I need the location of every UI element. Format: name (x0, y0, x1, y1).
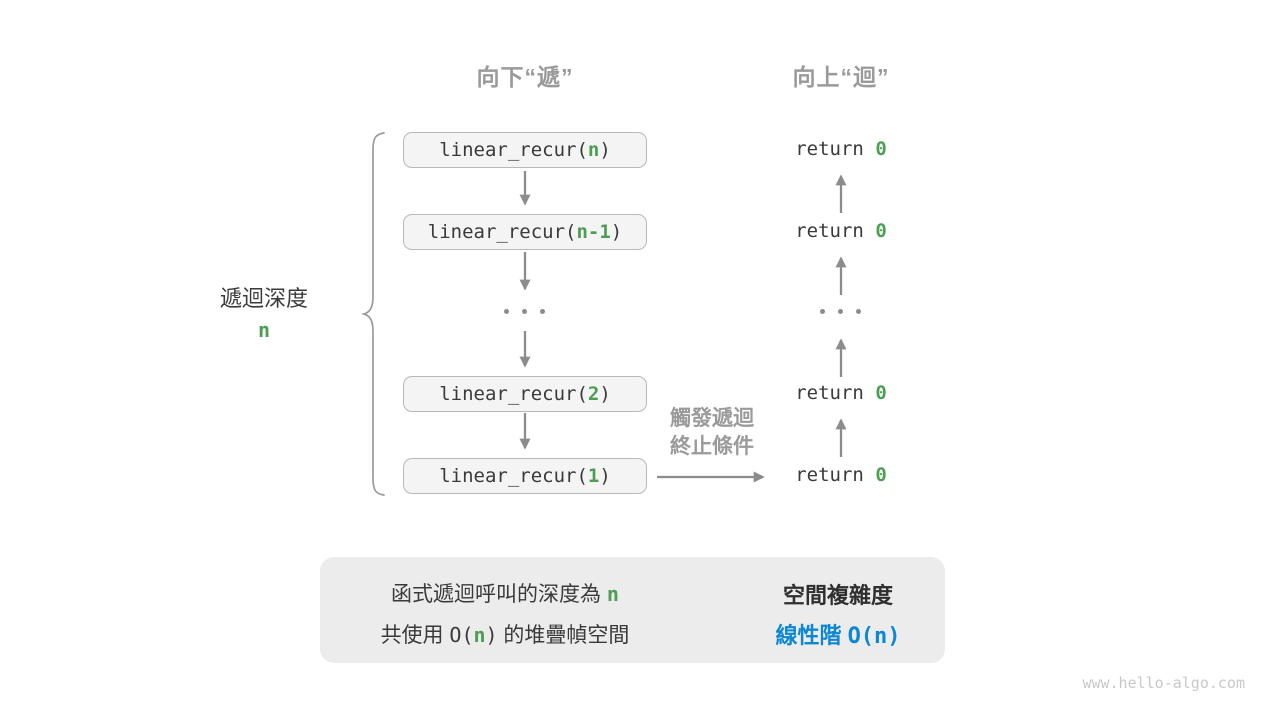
termination-note: 觸發遞迴 終止條件 (650, 405, 774, 461)
return-statement: return 0 (795, 220, 887, 242)
return-statement: return 0 (795, 464, 887, 486)
space-complexity-title: 空間複雜度 (782, 583, 893, 608)
big-o-notation: O(n) (847, 624, 901, 649)
call-arg: 1 (587, 465, 600, 487)
call-arg: 2 (587, 383, 600, 405)
return-value: 0 (875, 382, 887, 404)
call-box-1: linear_recur(1) (403, 458, 647, 494)
summary-panel (320, 557, 945, 663)
summary-space-value: n (473, 623, 486, 647)
termination-note-line1: 觸發遞迴 (670, 407, 754, 430)
watermark: www.hello-algo.com (1082, 674, 1245, 692)
summary-depth-value: n (606, 582, 619, 606)
termination-note-line2: 終止條件 (670, 435, 754, 458)
call-arg: n (587, 139, 600, 161)
heading-descend: 向下“遞” (476, 64, 574, 90)
summary-line-1: 函式遞迴呼叫的深度為 n (391, 582, 619, 606)
return-statement: return 0 (795, 138, 887, 160)
depth-value: n (257, 318, 271, 342)
depth-brace (360, 132, 385, 496)
call-box-2: linear_recur(2) (403, 376, 647, 412)
call-box-n-1: linear_recur(n-1) (403, 214, 647, 250)
ellipsis-right (820, 309, 861, 314)
return-statement: return 0 (795, 382, 887, 404)
return-value: 0 (875, 138, 887, 160)
depth-label: 遞迴深度 (219, 286, 308, 311)
call-arg: n-1 (576, 221, 611, 243)
heading-ascend: 向上“迴” (792, 64, 890, 90)
summary-line-2: 共使用 O(n) 的堆疊幀空間 (380, 623, 630, 647)
return-value: 0 (875, 220, 887, 242)
call-box-n: linear_recur(n) (403, 132, 647, 168)
return-value: 0 (875, 464, 887, 486)
space-complexity-result: 線性階 O(n) (775, 623, 901, 649)
ellipsis-left (504, 309, 545, 314)
